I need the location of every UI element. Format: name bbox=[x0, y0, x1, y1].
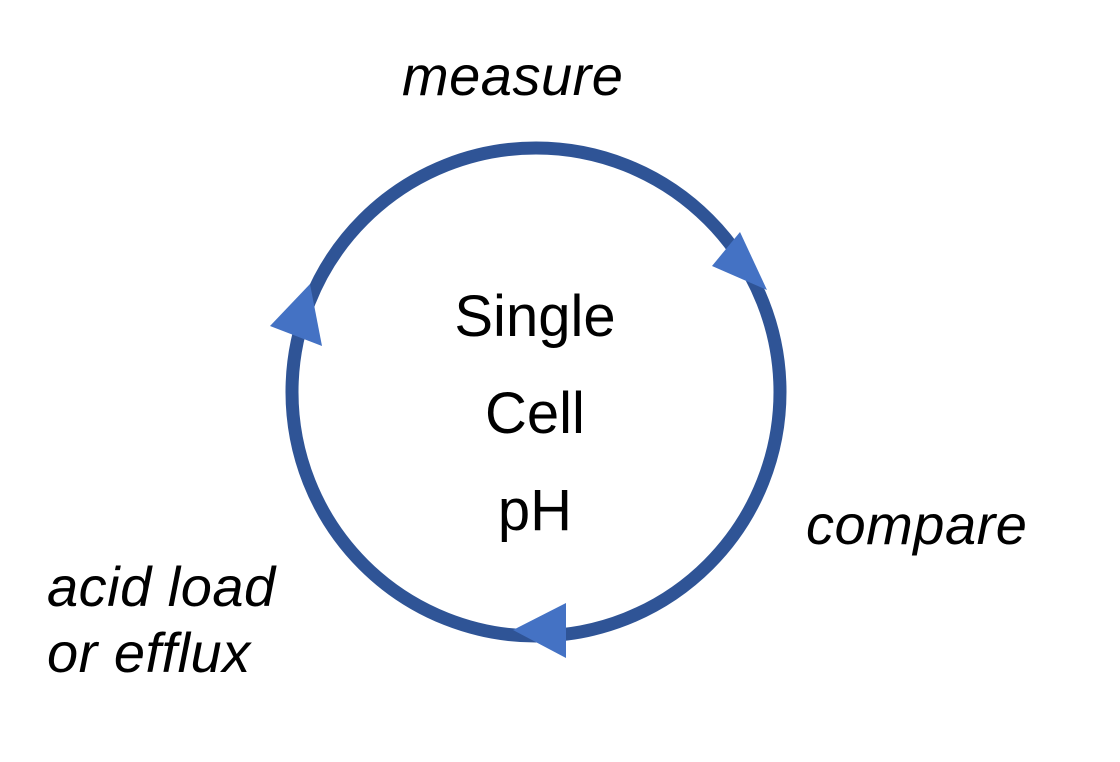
center-line-1: Single bbox=[454, 284, 616, 349]
arrow-head-compare-to-acid bbox=[513, 603, 566, 658]
arrow-head-measure-to-compare bbox=[712, 232, 767, 290]
center-line-3: pH bbox=[497, 478, 573, 543]
step-measure-label: measure bbox=[402, 44, 624, 107]
center-line-2: Cell bbox=[485, 381, 585, 446]
step-acid-line-1: acid load bbox=[47, 555, 276, 618]
center-label: Single Cell pH bbox=[400, 268, 670, 559]
step-acid-label: acid load or efflux bbox=[47, 554, 276, 686]
step-compare-label: compare bbox=[806, 493, 1028, 556]
arrow-head-acid-to-measure bbox=[270, 284, 322, 346]
step-acid-line-2: or efflux bbox=[47, 621, 251, 684]
